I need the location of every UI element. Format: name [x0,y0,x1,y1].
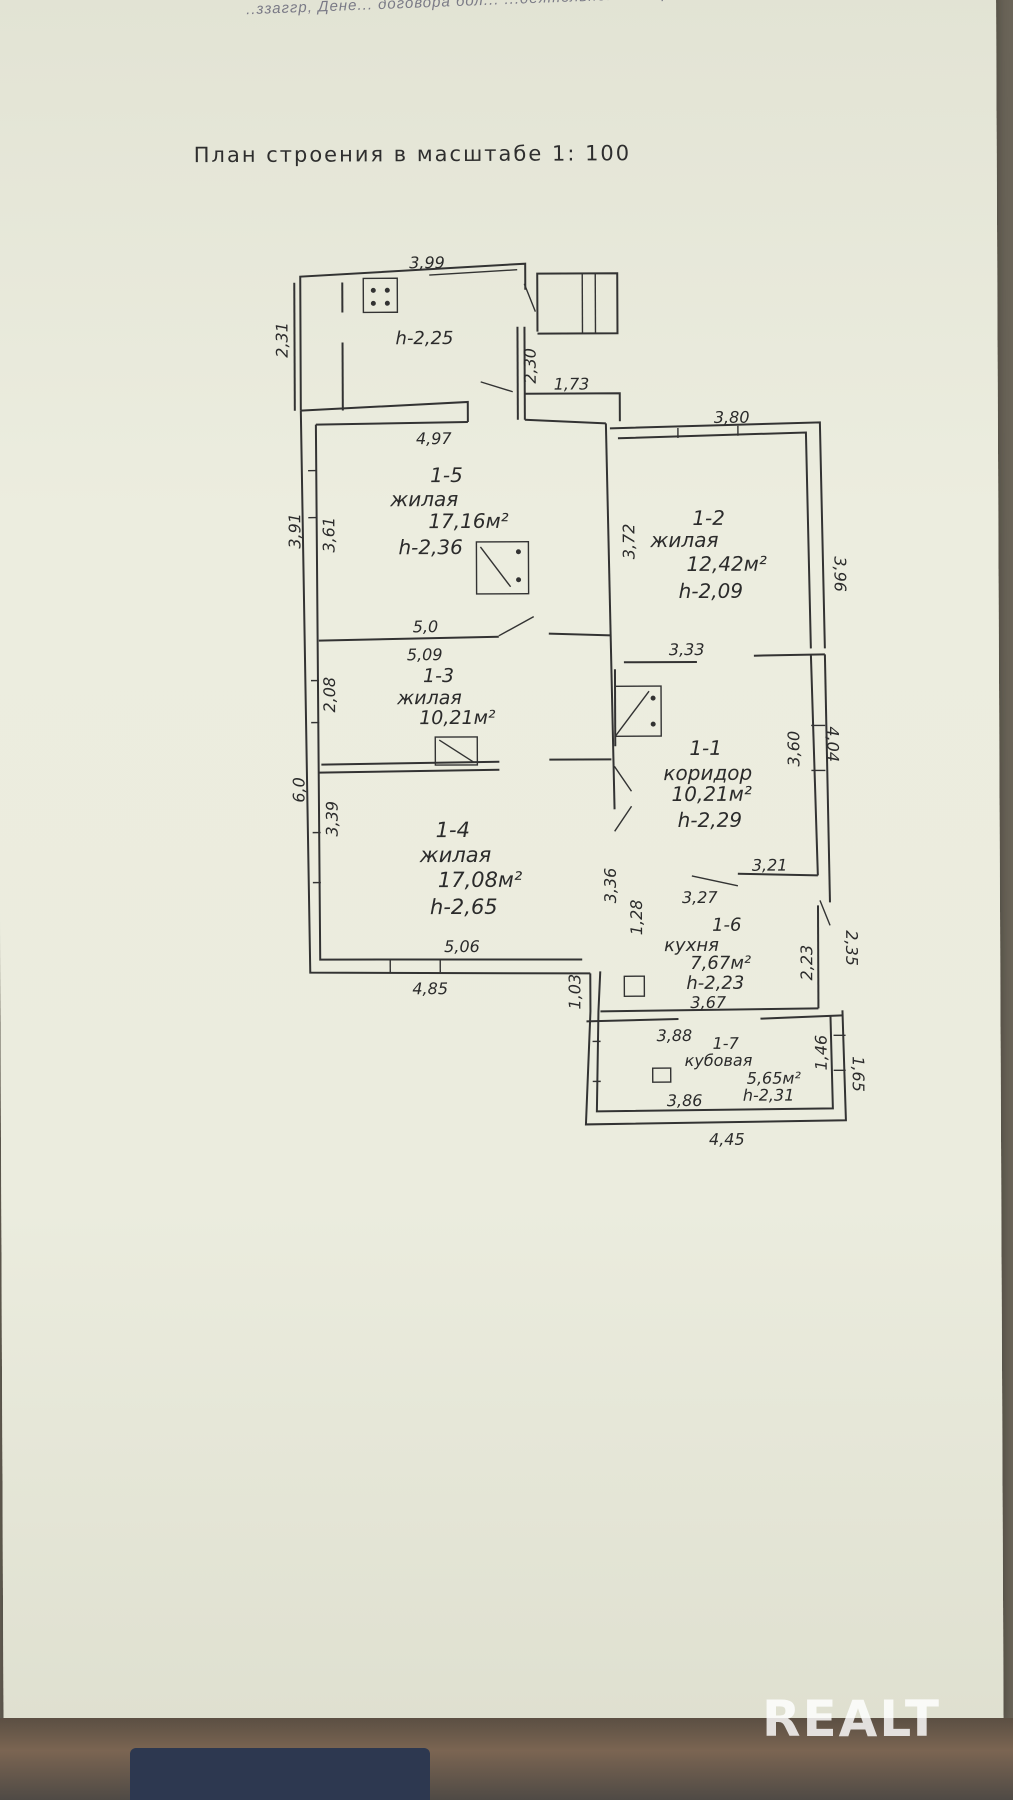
kitchen-stove-icon [623,975,646,997]
room-type: жилая [389,487,458,511]
room-height: h-2,23 [686,973,744,994]
dim: 3,60 [784,731,803,767]
room-height: h-2,31 [743,1086,795,1105]
porch-height: h-2,25 [395,328,453,349]
dim: 3,61 [319,517,338,553]
room-area: 12,42м² [686,552,766,576]
small-stove-icon [434,736,479,766]
room-1-6: 1-6 кухня 7,67м² h-2,23 [664,915,751,994]
dim: 1,28 [627,900,646,936]
dim: 4,85 [412,979,448,998]
room-height: h-2,09 [679,579,744,603]
room-number: 1-3 [423,665,454,687]
dim: 3,72 [619,524,638,560]
dim: 3,21 [752,856,788,875]
dim: 1,65 [849,1056,868,1092]
room-number: 1-6 [712,915,741,936]
dim: 5,0 [413,617,439,636]
dim: 1,46 [812,1035,831,1071]
dim: 3,33 [669,640,705,659]
dim: 4,45 [709,1130,745,1149]
dim: 2,08 [320,677,339,713]
dim: 1,73 [554,374,590,393]
room-type: кухня [664,935,719,956]
dim: 3,27 [682,888,719,907]
room-area: 7,67м² [690,953,751,974]
dim: 5,06 [444,937,480,956]
room-1-7: 1-7 кубовая 5,65м² h-2,31 [685,1034,802,1105]
dim: 3,80 [714,408,750,427]
dim: 3,39 [323,801,342,837]
dim: 2,30 [521,348,540,384]
room-1-4: 1-4 жилая 17,08м² h-2,65 [419,818,523,919]
document-sheet: ..ззаггр, Дене... договора бол... ...дея… [0,0,1004,1726]
dim: 6,0 [289,777,308,803]
porch [293,262,621,422]
dim: 3,36 [601,868,620,904]
room-number: 1-7 [713,1034,740,1053]
room-1-5: 1-5 жилая 17,16м² h-2,36 [389,463,509,559]
room-type: жилая [649,528,718,552]
room-number: 1-4 [436,818,470,842]
dim: 2,23 [797,945,816,981]
dim: 2,35 [842,930,861,966]
dim: 3,86 [667,1091,703,1110]
dim: 3,88 [657,1026,693,1045]
room-type: жилая [419,843,492,867]
tablecloth-background [0,1718,1013,1800]
room-number: 1-1 [689,736,722,760]
room-area: 5,65м² [747,1068,802,1087]
dim: 3,91 [285,513,304,549]
corridor-stove-icon [614,685,662,738]
dim: 4,97 [416,429,453,448]
dim: 5,09 [407,645,443,664]
boiler-icon [651,1067,672,1083]
room-height: h-2,65 [430,895,498,919]
room-1-1: 1-1 коридор 10,21м² h-2,29 [663,736,752,832]
floor-plan: 1-5 жилая 17,16м² h-2,36 1-2 жилая 12,42… [272,253,868,1149]
dimensions: 3,99 2,31 2,30 1,73 4,97 3,91 3,61 3,72 … [272,253,868,1149]
realt-watermark: REALT [762,1690,942,1748]
room-type: коридор [663,761,752,785]
room-type: кубовая [685,1051,753,1070]
room-area: 10,21м² [671,782,751,806]
room-area: 17,08м² [438,868,523,892]
dim: 3,96 [830,556,849,592]
blue-object [130,1748,430,1800]
dim: 3,99 [409,253,445,272]
stove-icon [362,277,399,314]
dim: 1,03 [565,974,584,1010]
room-height: h-2,36 [398,535,463,559]
dim: 4,04 [823,726,842,762]
room-area: 17,16м² [428,509,508,533]
room-type: жилая [396,687,462,709]
room-1-2: 1-2 жилая 12,42м² h-2,09 [649,506,767,603]
room-stove-icon [475,540,530,595]
walls [299,410,847,1126]
room-1-3: 1-3 жилая 10,21м² [396,665,496,729]
room-height: h-2,29 [678,808,743,832]
dim: 2,31 [272,322,291,358]
room-number: 1-5 [430,463,463,487]
room-area: 10,21м² [419,707,496,729]
room-number: 1-2 [692,506,725,530]
dim: 3,67 [690,993,727,1012]
